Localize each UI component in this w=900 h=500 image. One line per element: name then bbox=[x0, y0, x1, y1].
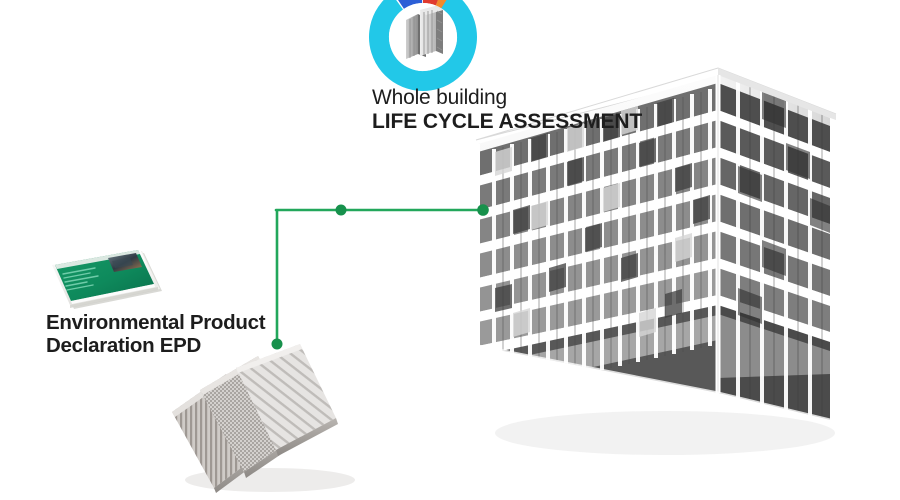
building-svg bbox=[475, 67, 837, 455]
building-side-facade bbox=[718, 82, 830, 420]
epd-report-brochure bbox=[46, 243, 166, 321]
lca-label-line1: Whole building bbox=[372, 86, 507, 109]
building-front-facade bbox=[478, 83, 718, 393]
lca-label: Whole building LIFE CYCLE ASSESSMENT bbox=[372, 86, 672, 133]
building-3d-icon bbox=[406, 6, 443, 59]
epd-label-line1: Environmental Product bbox=[46, 311, 266, 334]
lca-donut-chart bbox=[358, 0, 488, 102]
epd-label-line2: Declaration EPD bbox=[46, 333, 201, 357]
epd-label: Environmental Product Declaration EPD bbox=[46, 311, 346, 358]
lca-label-line2: LIFE CYCLE ASSESSMENT bbox=[372, 109, 643, 133]
node-mid[interactable] bbox=[335, 204, 347, 216]
whole-building-3d-render bbox=[470, 48, 900, 500]
donut-segment-primary bbox=[369, 0, 477, 91]
sample-panel-diagonal bbox=[236, 344, 338, 456]
brochure-svg bbox=[52, 249, 162, 309]
material-sample-panels bbox=[160, 330, 370, 495]
samples-svg bbox=[172, 344, 355, 493]
